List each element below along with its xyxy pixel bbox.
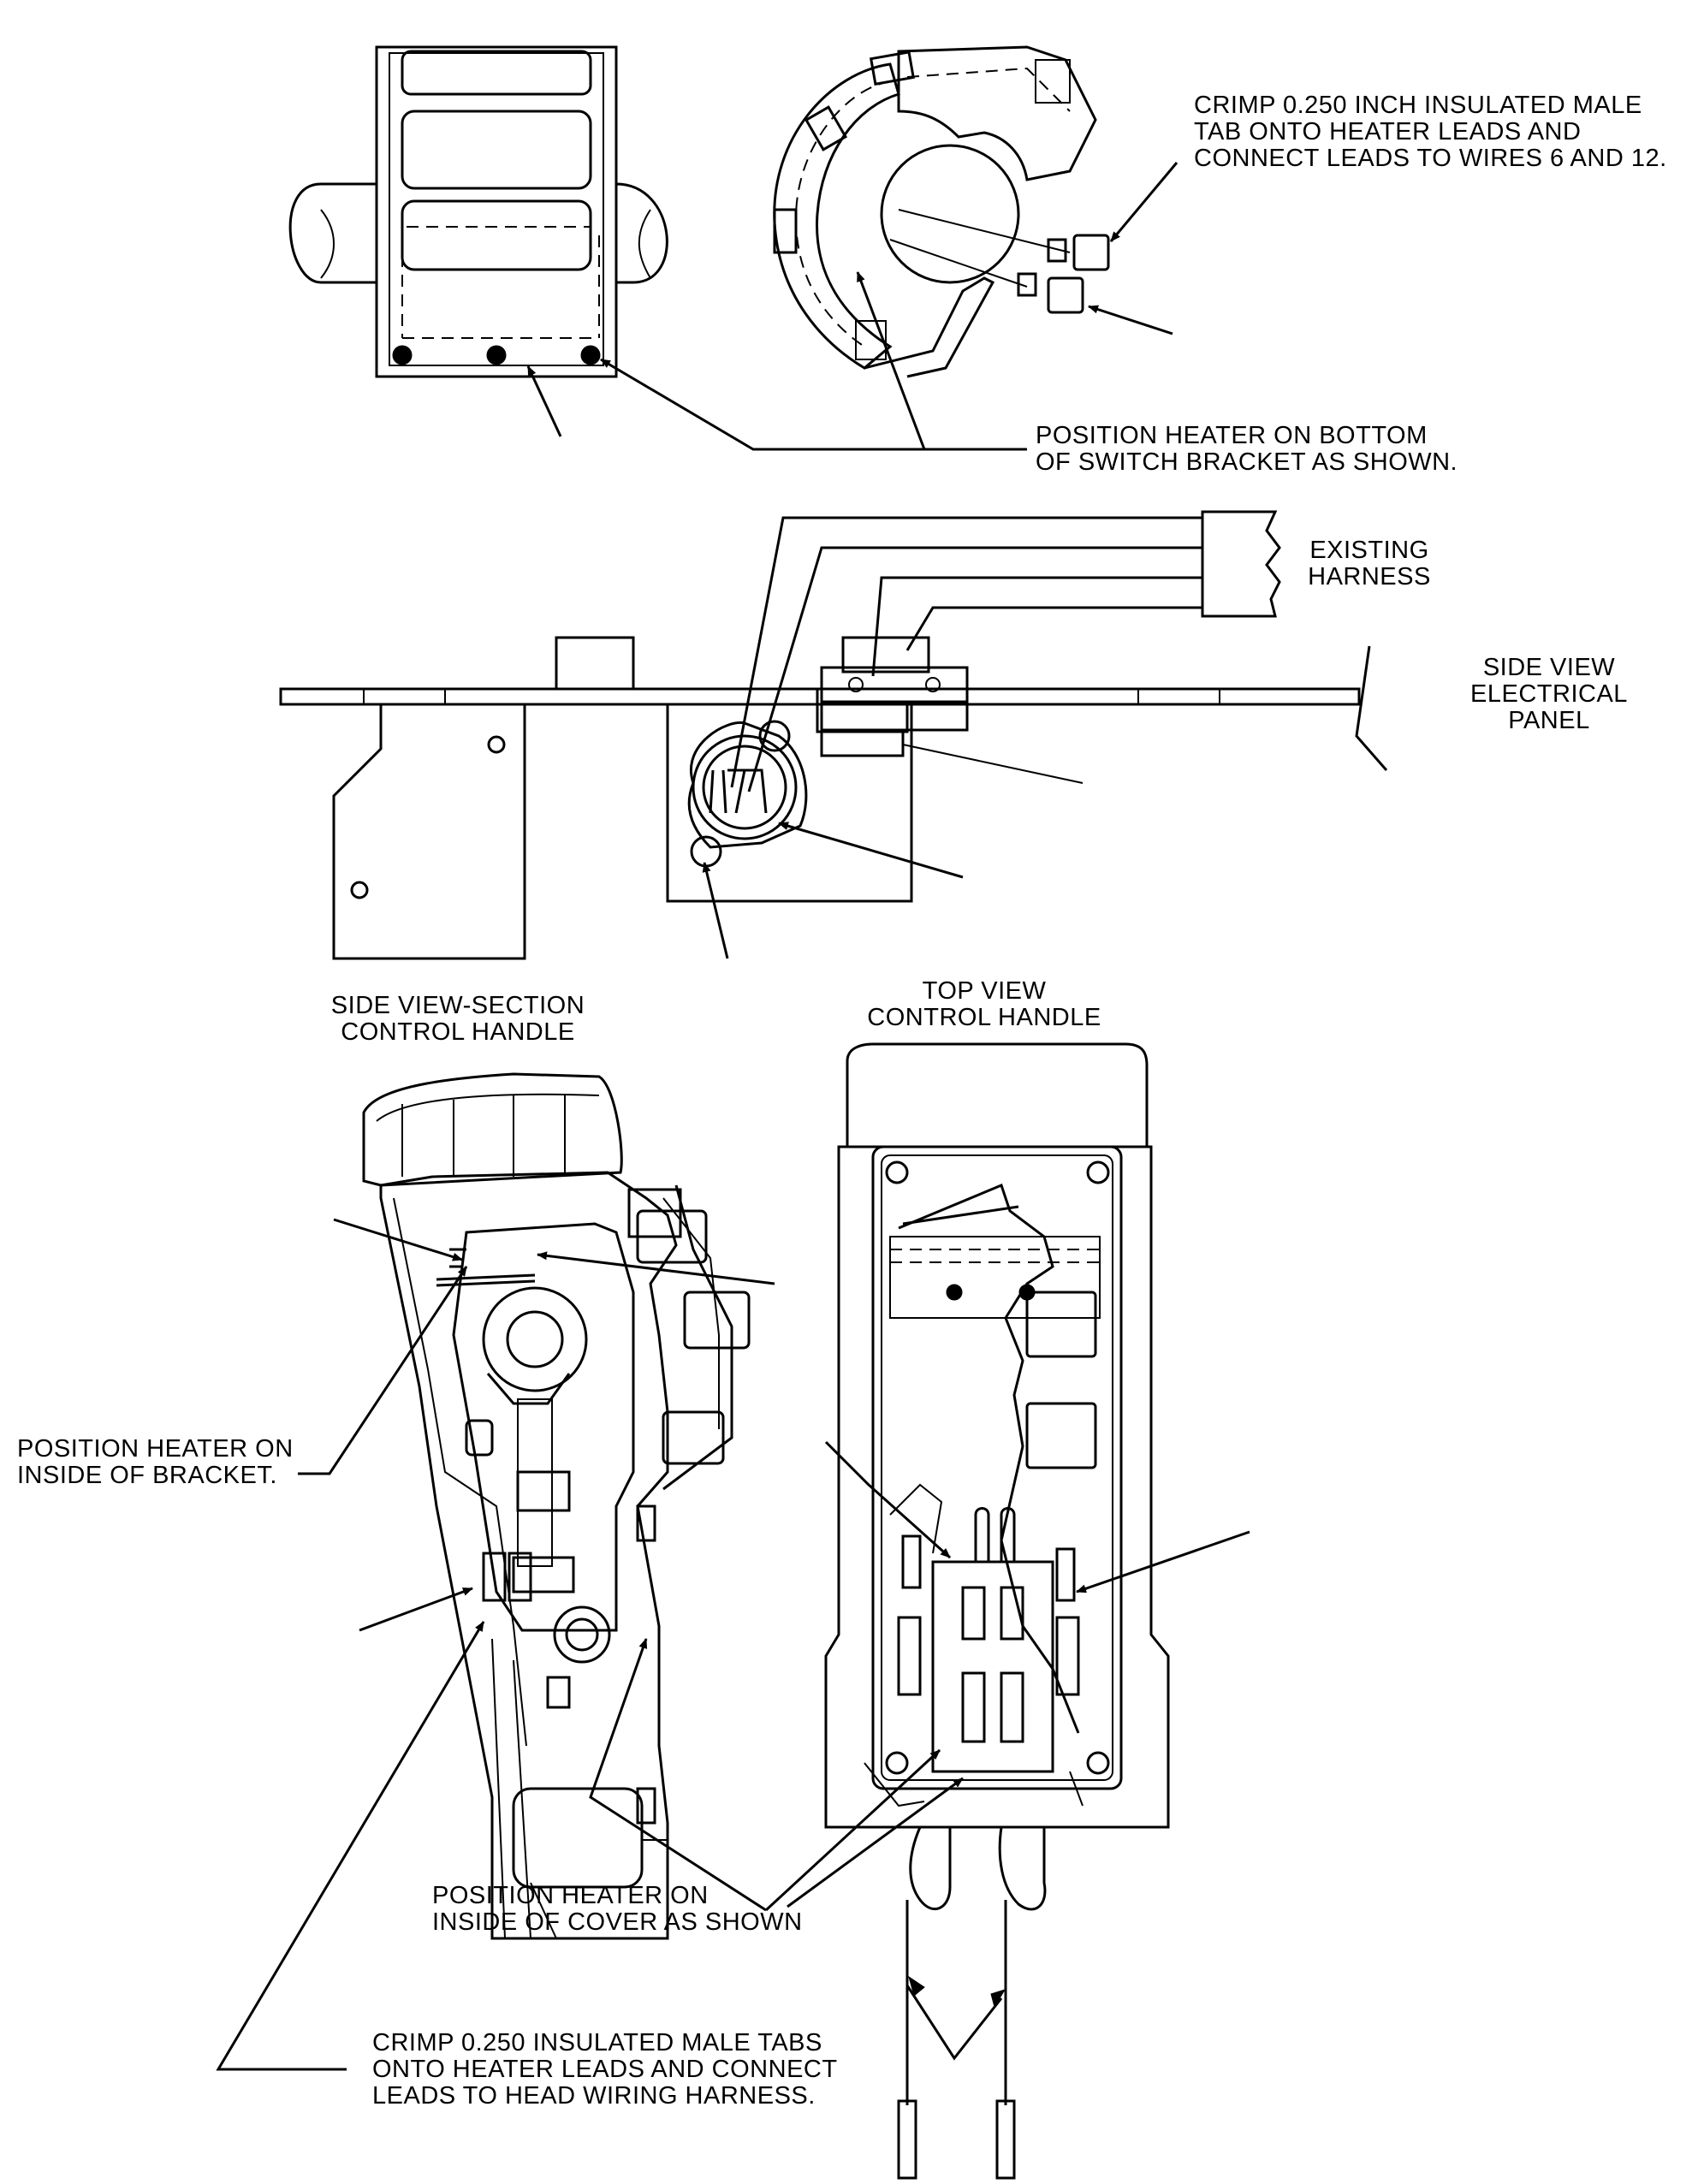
leader-lines-side-section [216, 1218, 775, 2071]
leader-lines-cover [589, 1638, 964, 1912]
position-inside-cover-note: POSITION HEATER ON INSIDE OF COVER AS SH… [432, 1882, 803, 1936]
position-inside-bracket-note: POSITION HEATER ON INSIDE OF BRACKET. [17, 1435, 294, 1489]
control-handle-side-section [362, 1072, 751, 1940]
switch-bracket-front-view [288, 45, 668, 378]
mounting-hole [580, 345, 601, 365]
electrical-panel-side-view [279, 510, 1388, 960]
existing-harness-label: EXISTING HARNESS [1308, 537, 1431, 591]
mounting-hole [486, 345, 507, 365]
control-handle-top-view [824, 1042, 1250, 2180]
leader-lines-bracket [526, 271, 1027, 451]
mounting-hole [392, 345, 413, 365]
mounting-hole [946, 1284, 963, 1301]
switch-bracket-end-view [773, 45, 1179, 378]
side-view-section-title: SIDE VIEW-SECTION CONTROL HANDLE [330, 992, 585, 1046]
top-view-title: TOP VIEW CONTROL HANDLE [867, 977, 1101, 1031]
crimp-head-harness-note: CRIMP 0.250 INSULATED MALE TABS ONTO HEA… [372, 2029, 838, 2110]
side-view-electrical-panel-title: SIDE VIEW ELECTRICAL PANEL [1470, 654, 1628, 734]
position-bottom-bracket-note: POSITION HEATER ON BOTTOM OF SWITCH BRAC… [1036, 422, 1458, 476]
crimp-heater-leads-note: CRIMP 0.250 INCH INSULATED MALE TAB ONTO… [1194, 92, 1667, 172]
